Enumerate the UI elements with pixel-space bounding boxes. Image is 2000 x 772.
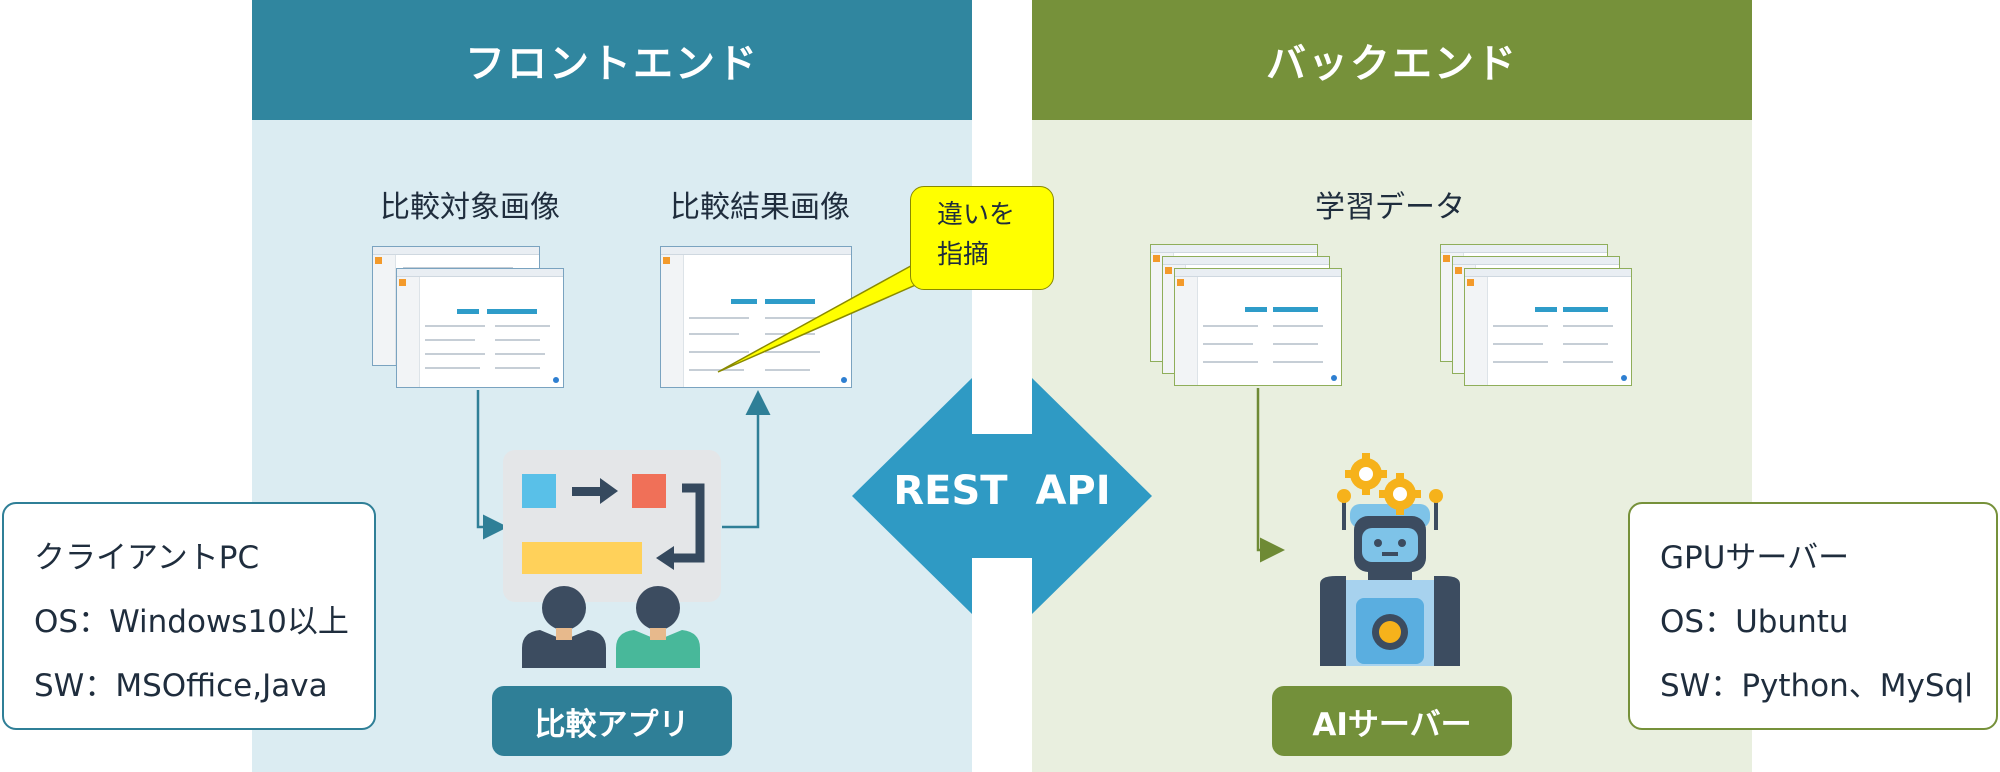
- connector-arrow: [476, 390, 508, 540]
- ai-server-label: AIサーバー: [1272, 686, 1512, 756]
- robot-icon: [1320, 489, 1460, 666]
- callout-pointer: [717, 261, 938, 373]
- gpu-server-info: GPUサーバー OS：Ubuntu SW：Python、MySql: [1628, 502, 1998, 730]
- connector-arrow: [722, 390, 771, 529]
- caption-compare-target: 比較対象画像: [380, 190, 560, 225]
- compare-app-label: 比較アプリ: [492, 686, 732, 756]
- server-os-line: OS：Ubuntu: [1660, 604, 1849, 640]
- backend-header: バックエンド: [1032, 0, 1752, 120]
- client-os-line: OS：Windows10以上: [34, 604, 349, 640]
- client-pc-info: クライアントPC OS：Windows10以上 SW：MSOffice,Java: [2, 502, 376, 730]
- server-name-line: GPUサーバー: [1660, 540, 1850, 576]
- client-sw-line: SW：MSOffice,Java: [34, 668, 328, 704]
- callout-line: 違いを: [937, 200, 1016, 230]
- screenshot-thumbnail: [1464, 268, 1632, 386]
- caption-compare-result: 比較結果画像: [670, 190, 850, 225]
- users-icon: [522, 586, 700, 668]
- caption-training-data: 学習データ: [1315, 190, 1465, 225]
- frontend-header: フロントエンド: [252, 0, 972, 120]
- server-sw-line: SW：Python、MySql: [1660, 668, 1973, 704]
- client-pc-line: クライアントPC: [34, 540, 260, 576]
- connector-arrow: [1256, 388, 1285, 563]
- compare-app-icon: [503, 450, 721, 602]
- screenshot-thumbnail: [396, 268, 564, 388]
- gear-icon: [1379, 473, 1421, 515]
- callout-difference: 違いを 指摘: [910, 186, 1054, 290]
- screenshot-thumbnail: [660, 246, 852, 388]
- api-double-arrow: [852, 378, 1152, 614]
- screenshot-thumbnail: [1174, 268, 1342, 386]
- gear-icon: [1345, 453, 1387, 495]
- api-label: REST API: [893, 468, 1111, 514]
- callout-line: 指摘: [937, 240, 990, 270]
